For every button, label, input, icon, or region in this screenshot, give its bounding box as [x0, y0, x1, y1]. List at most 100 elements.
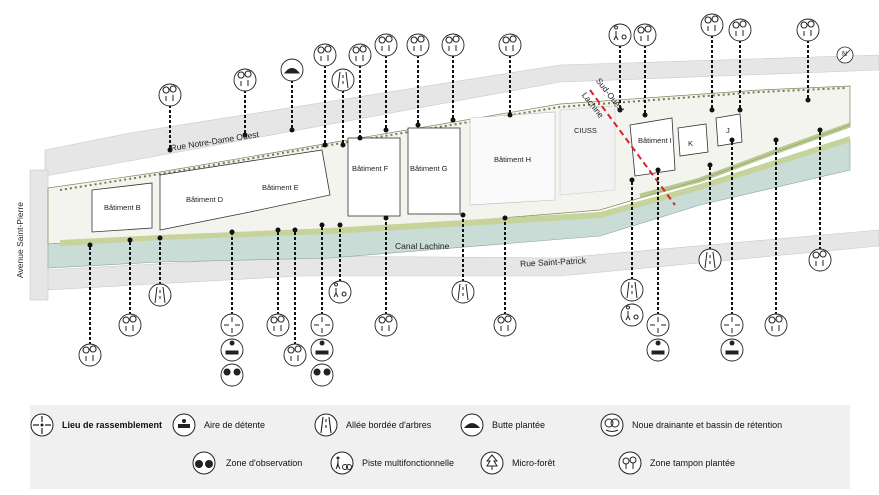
legend-buffer: Zone tampon plantée	[618, 451, 735, 475]
legend-swale: Noue drainante et bassin de rétention	[600, 413, 782, 437]
tree-row	[59, 87, 846, 191]
mound-marker-icon	[280, 58, 304, 82]
tree-alley-icon	[314, 413, 338, 437]
walk-marker-icon	[328, 280, 352, 304]
bench-marker-icon	[220, 338, 244, 362]
callout-anchor-dot	[157, 235, 163, 241]
binoc-marker-icon	[220, 363, 244, 387]
gather-marker-icon	[310, 313, 334, 337]
alley-marker-icon	[620, 278, 644, 302]
label-building-g: Bâtiment G	[410, 164, 448, 173]
callout-anchor-dot	[127, 237, 133, 243]
bench-marker-icon	[646, 338, 670, 362]
legend-mound: Butte plantée	[460, 413, 545, 437]
legend-buffer-label: Zone tampon plantée	[650, 458, 736, 468]
callout-anchor-dot	[383, 215, 389, 221]
legend-observation: Zone d'observation	[190, 451, 302, 475]
walk-bike-icon	[330, 451, 354, 475]
alley-marker-icon	[148, 283, 172, 307]
planted-strip	[60, 136, 850, 246]
building-g	[407, 127, 461, 215]
gathering-icon	[30, 413, 54, 437]
legend-panel: Lieu de rassemblement Aire de détente Al…	[30, 405, 850, 489]
callout-anchor-dot	[167, 147, 173, 153]
callout-anchor-dot	[709, 107, 715, 113]
building-j	[715, 113, 743, 147]
microforest-icon	[480, 451, 504, 475]
tree-marker-icon	[764, 313, 788, 337]
mound-icon	[460, 413, 484, 437]
callout-anchor-dot	[292, 227, 298, 233]
legend-multiuse-label: Piste multifonctionnelle	[362, 458, 455, 468]
tree-marker-icon	[233, 68, 257, 92]
gather-marker-icon	[646, 313, 670, 337]
building-de	[159, 149, 331, 231]
legend-alley-label: Allée bordée d'arbres	[346, 420, 432, 430]
borough-boundary	[589, 89, 676, 206]
bench-icon	[172, 413, 196, 437]
building-k	[677, 123, 709, 157]
label-north: N	[842, 51, 848, 58]
tree-marker-icon	[313, 43, 337, 67]
callout-anchor-dot	[642, 112, 648, 118]
buffer-zone-icon	[618, 451, 642, 475]
legend-mound-label: Butte plantée	[492, 420, 546, 430]
tree-marker-icon	[633, 23, 657, 47]
callout-anchor-dot	[805, 97, 811, 103]
building-cius	[559, 105, 616, 196]
callout-anchor-dot	[460, 212, 466, 218]
callout-anchor-dot	[337, 222, 343, 228]
callout-anchor-dot	[450, 117, 456, 123]
binoculars-icon	[192, 451, 216, 475]
callout-anchor-dot	[729, 137, 735, 143]
legend-relax-label: Aire de détente	[204, 420, 266, 430]
marker-layer	[78, 13, 832, 387]
callout-anchor-dot	[617, 107, 623, 113]
label-building-j: J	[726, 126, 730, 135]
callout-anchor-dot	[322, 142, 328, 148]
label-building-b: Bâtiment B	[104, 203, 141, 212]
notre-dame-road	[44, 54, 879, 177]
tree-marker-icon	[441, 33, 465, 57]
building-i	[629, 117, 676, 177]
tree-marker-icon	[118, 313, 142, 337]
label-building-f: Bâtiment F	[352, 164, 389, 173]
callout-anchor-dot	[737, 107, 743, 113]
tree-marker-icon	[700, 13, 724, 37]
callout-anchor-dot	[229, 229, 235, 235]
callout-anchor-dot	[319, 222, 325, 228]
callout-anchor-dot	[242, 132, 248, 138]
gather-marker-icon	[220, 313, 244, 337]
legend-swale-label: Noue drainante et bassin de rétention	[632, 420, 783, 430]
alley-marker-icon	[451, 280, 475, 304]
walk-marker-icon	[620, 303, 644, 327]
binoc-marker-icon	[310, 363, 334, 387]
building-b	[91, 182, 153, 233]
tree-marker-icon	[808, 248, 832, 272]
tree-marker-icon	[283, 343, 307, 367]
callout-anchor-dot	[415, 122, 421, 128]
callout-anchor-dot	[707, 162, 713, 168]
legend-microforest: Micro-forêt	[480, 451, 555, 475]
legend-alley: Allée bordée d'arbres	[314, 413, 431, 437]
legend-microforest-label: Micro-forêt	[512, 458, 556, 468]
building-f	[347, 137, 401, 217]
bench-marker-icon	[720, 338, 744, 362]
callout-anchor-dot	[383, 127, 389, 133]
callout-anchor-dot	[773, 137, 779, 143]
callout-anchor-dot	[502, 215, 508, 221]
legend-gathering-label: Lieu de rassemblement	[62, 420, 163, 430]
tree-marker-icon	[266, 313, 290, 337]
tree-marker-icon	[796, 18, 820, 42]
alley-marker-icon	[698, 248, 722, 272]
tree-marker-icon	[374, 33, 398, 57]
callout-anchor-dot	[817, 127, 823, 133]
callout-anchor-dot	[275, 227, 281, 233]
label-building-k: K	[688, 139, 694, 148]
gather-marker-icon	[720, 313, 744, 337]
swale-icon	[600, 413, 624, 437]
callout-anchor-dot	[357, 135, 363, 141]
label-building-i: Bâtiment I	[638, 136, 672, 145]
bench-marker-icon	[310, 338, 334, 362]
